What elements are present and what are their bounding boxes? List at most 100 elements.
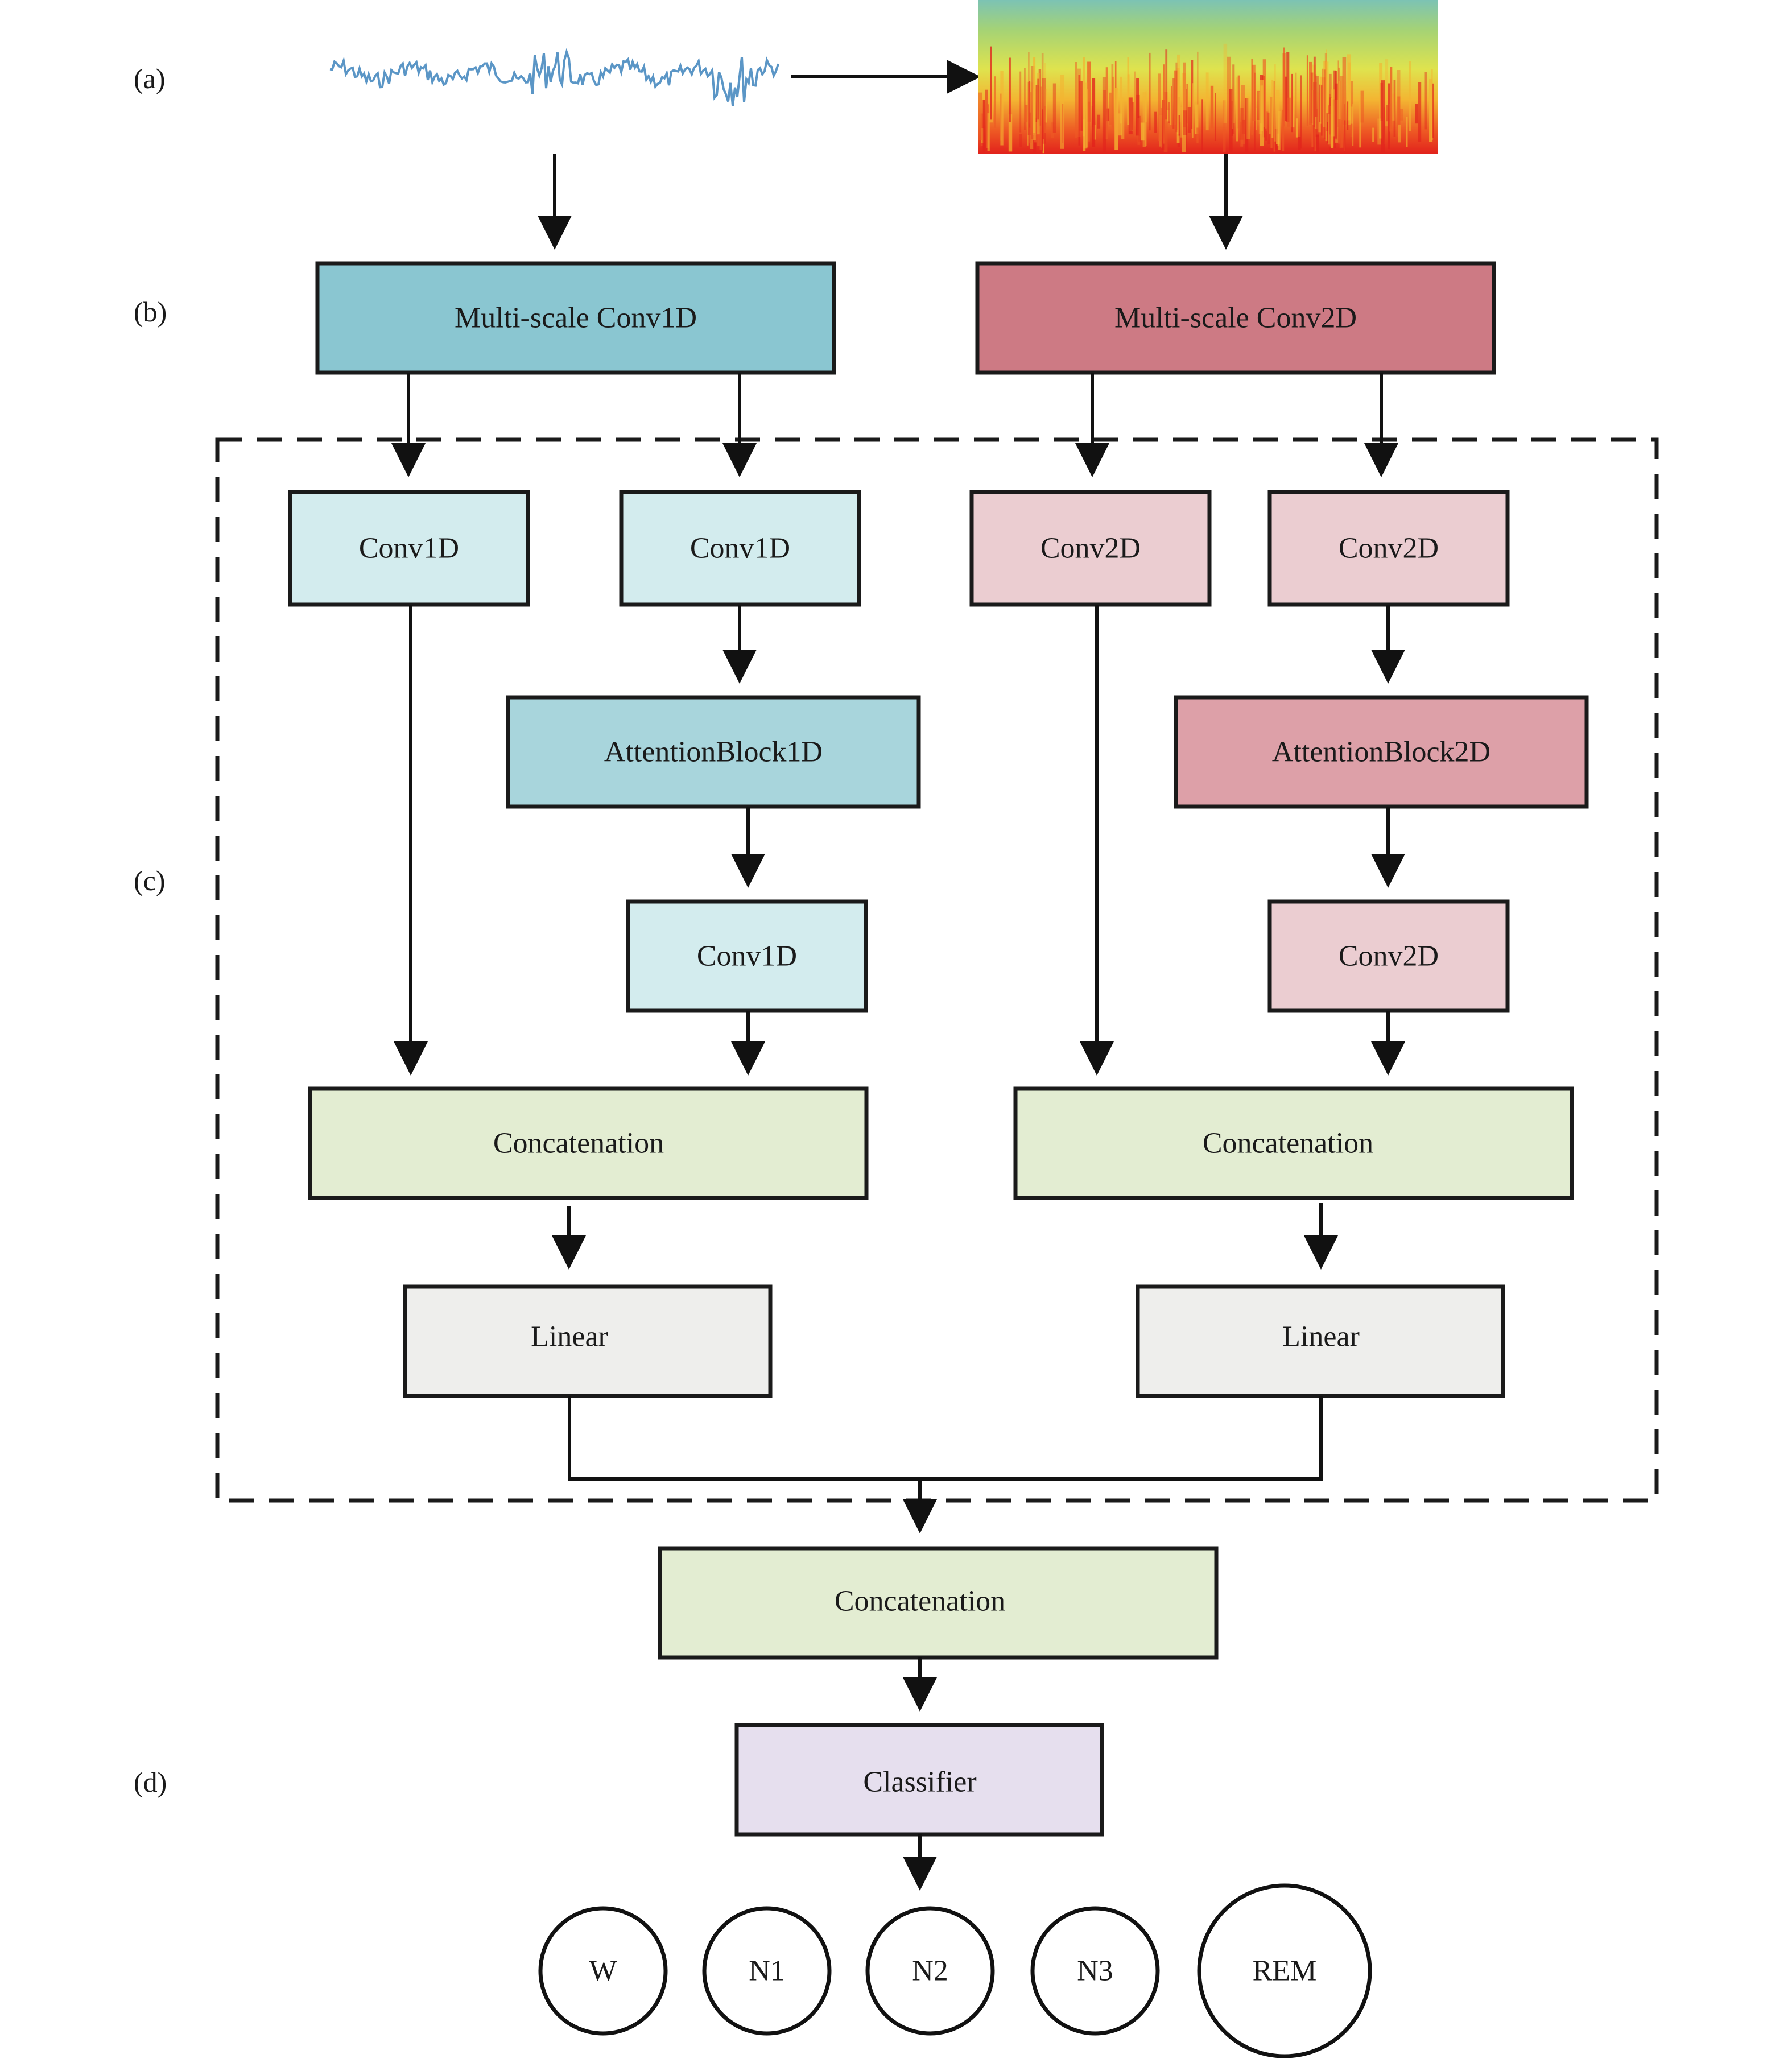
spectrogram-streak bbox=[1019, 134, 1022, 147]
conv2d-after-attention-label: Conv2D bbox=[1339, 940, 1439, 973]
spectrogram-streak bbox=[1052, 83, 1056, 133]
spectrogram-streak bbox=[1121, 97, 1125, 139]
spectrogram-streak bbox=[1327, 122, 1328, 143]
spectrogram-streak bbox=[1385, 59, 1389, 127]
spectrogram-streak bbox=[1087, 101, 1091, 142]
spectrogram-streak bbox=[1138, 115, 1141, 142]
spectrogram-streak bbox=[1246, 96, 1250, 139]
spectrogram-streak bbox=[1158, 73, 1161, 142]
linear-2d-box: Linear bbox=[1136, 1284, 1505, 1398]
spectrogram-streak bbox=[1127, 74, 1130, 125]
concatenation-2d-box: Concatenation bbox=[1013, 1086, 1574, 1200]
spectrogram-streak bbox=[1027, 81, 1029, 135]
conv1d-right-box: Conv1D bbox=[619, 490, 861, 607]
spectrogram-streak bbox=[1042, 78, 1046, 144]
spectrogram-streak bbox=[1038, 69, 1042, 126]
spectrogram-streak bbox=[1342, 57, 1347, 125]
spectrogram-streak bbox=[1306, 55, 1308, 126]
spectrogram-streak bbox=[1311, 90, 1314, 147]
row-label-b: (b) bbox=[134, 296, 167, 328]
output-label-n3: N3 bbox=[1077, 1955, 1113, 1987]
connector-linear-to-fusion bbox=[568, 1396, 1323, 1481]
spectrogram-streak bbox=[1236, 77, 1238, 142]
spectrogram-streak bbox=[1257, 90, 1261, 120]
spectrogram-streak bbox=[1174, 70, 1178, 131]
spectrogram-streak bbox=[1295, 72, 1297, 133]
spectrogram-streak bbox=[1114, 88, 1118, 150]
spectrogram-streak bbox=[1286, 52, 1290, 122]
spectrogram-streak bbox=[1205, 72, 1209, 131]
concatenation-1d-box: Concatenation bbox=[308, 1086, 869, 1200]
concatenation-fusion-label: Concatenation bbox=[835, 1585, 1005, 1618]
spectrogram-streak bbox=[1291, 73, 1293, 133]
spectrogram-streak bbox=[1300, 75, 1302, 149]
spectrogram-streak bbox=[1102, 77, 1106, 151]
spectrogram-streak bbox=[1227, 56, 1231, 131]
spectrogram-streak bbox=[1349, 106, 1353, 124]
spectrogram-streak bbox=[1388, 83, 1390, 150]
spectrogram-streak bbox=[1149, 52, 1151, 131]
spectrogram-streak bbox=[1075, 62, 1077, 138]
spectrogram-streak bbox=[1328, 114, 1331, 145]
output-label-rem: REM bbox=[1253, 1955, 1317, 1987]
spectrogram-streak bbox=[1161, 108, 1162, 148]
spectrogram-streak bbox=[1044, 106, 1046, 133]
spectrogram-streak bbox=[1187, 107, 1191, 133]
spectrogram-streak bbox=[1163, 92, 1168, 152]
spectrogram-streak bbox=[1168, 102, 1170, 123]
classifier-label: Classifier bbox=[863, 1766, 976, 1799]
conv2d-left-box: Conv2D bbox=[969, 490, 1212, 607]
row-label-d: (d) bbox=[134, 1766, 167, 1798]
spectrogram-streak bbox=[1386, 105, 1389, 122]
spectrogram-streak bbox=[1397, 70, 1401, 126]
spectrogram-streak bbox=[1172, 78, 1175, 129]
spectrogram-streak bbox=[1274, 129, 1278, 150]
spectrogram-streak bbox=[1223, 43, 1228, 123]
spectrogram-streak bbox=[1028, 92, 1032, 143]
multi-scale-conv2d-box: Multi-scale Conv2D bbox=[975, 261, 1496, 375]
spectrogram-streak bbox=[1271, 80, 1274, 138]
spectrogram-streak bbox=[1260, 85, 1263, 131]
spectrogram-streak bbox=[1276, 90, 1280, 144]
spectrogram-streak bbox=[1295, 118, 1298, 138]
spectrogram-streak bbox=[1079, 81, 1083, 131]
spectrogram-streak bbox=[1134, 71, 1136, 137]
spectrogram-streak bbox=[982, 100, 985, 153]
classifier-box: Classifier bbox=[734, 1723, 1104, 1837]
output-label-n2: N2 bbox=[912, 1955, 948, 1987]
spectrogram-streak bbox=[1109, 92, 1112, 125]
spectrogram-streak bbox=[1331, 98, 1334, 148]
conv2d-right-label: Conv2D bbox=[1339, 532, 1439, 565]
spectrogram-streak bbox=[1316, 109, 1319, 131]
spectrogram-streak bbox=[1024, 68, 1026, 130]
output-node-n3: N3 bbox=[1030, 1906, 1160, 2036]
spectrogram-streak bbox=[1062, 104, 1064, 143]
spectrogram-streak bbox=[1252, 64, 1256, 121]
output-label-n1: N1 bbox=[749, 1955, 785, 1987]
spectrogram-streak bbox=[990, 46, 992, 120]
attention-block-1d-box: AttentionBlock1D bbox=[506, 695, 921, 809]
spectrogram-streak bbox=[1398, 124, 1401, 143]
spectrogram-streak bbox=[1269, 96, 1271, 134]
spectrogram-streak bbox=[1037, 133, 1041, 146]
spectrogram-streak bbox=[1028, 52, 1030, 124]
spectrogram-streak bbox=[1334, 71, 1337, 139]
spectrogram-streak bbox=[1337, 60, 1339, 127]
spectrogram-streak bbox=[1192, 83, 1194, 138]
spectrogram-streak bbox=[1112, 76, 1114, 129]
spectrogram-streak bbox=[1103, 90, 1106, 152]
spectrogram-streak bbox=[1033, 57, 1036, 134]
spectrogram-streak bbox=[1177, 54, 1180, 134]
spectrogram-streak bbox=[1183, 62, 1186, 127]
spectrogram-streak bbox=[1429, 79, 1433, 142]
linear-2d-label: Linear bbox=[1282, 1321, 1360, 1353]
spectrogram-streak bbox=[1267, 112, 1270, 144]
spectrogram-streak bbox=[1077, 68, 1081, 137]
conv2d-after-attention-box: Conv2D bbox=[1267, 899, 1510, 1013]
spectrogram-streak bbox=[1041, 53, 1044, 130]
spectrogram-streak bbox=[1186, 84, 1188, 124]
concatenation-1d-label: Concatenation bbox=[493, 1127, 664, 1160]
spectrogram-streak bbox=[1009, 57, 1011, 122]
eeg-signal-trace bbox=[329, 48, 779, 106]
spectrogram-streak bbox=[1389, 104, 1391, 132]
